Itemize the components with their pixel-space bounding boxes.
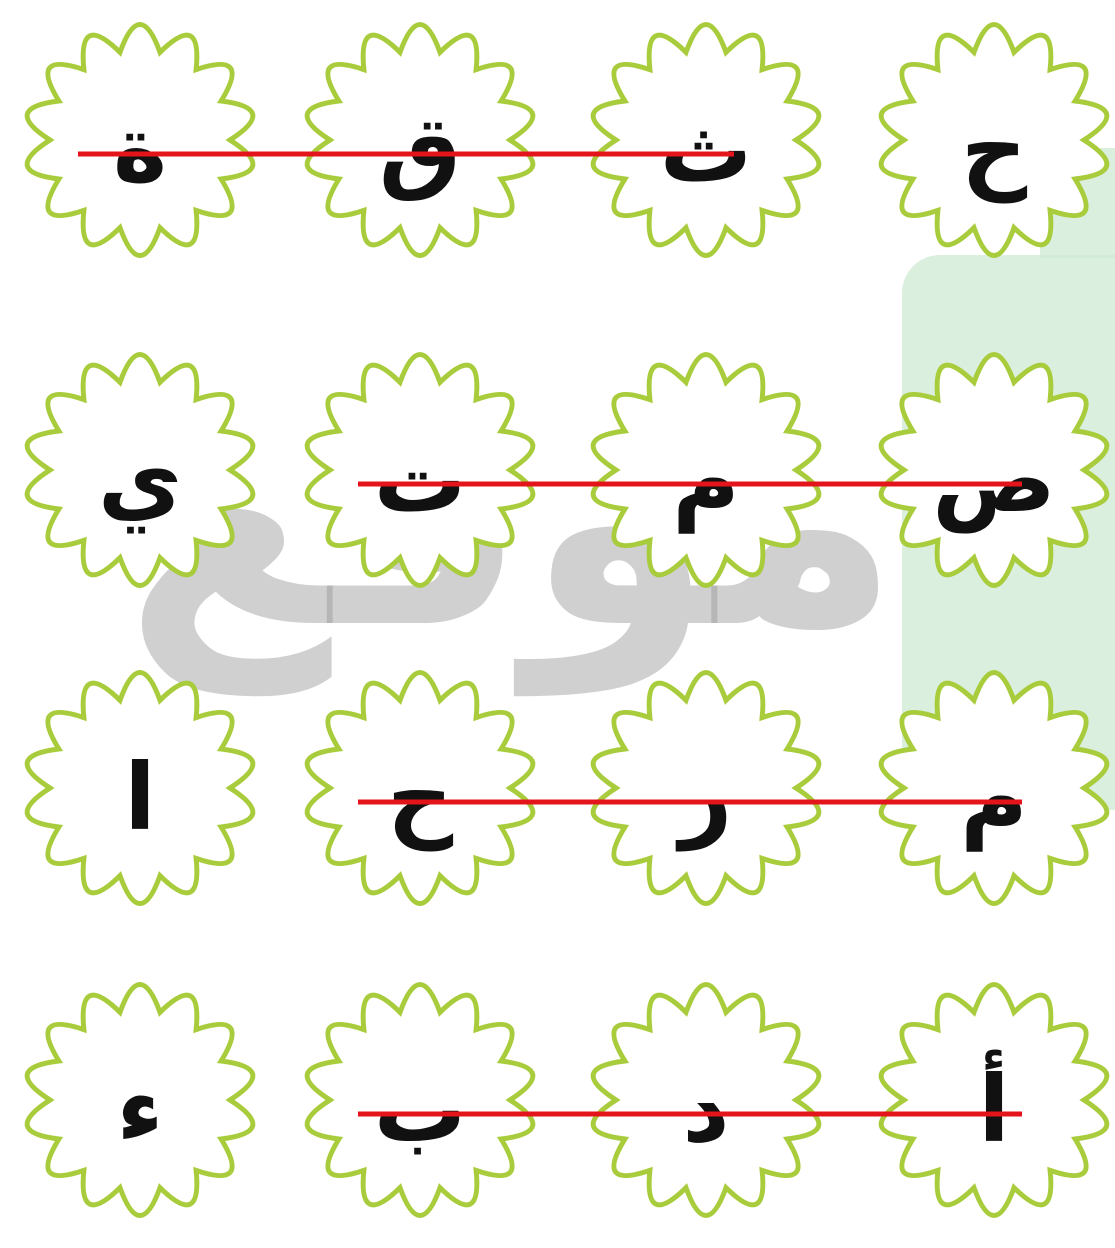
- crossing-lines: [0, 0, 1115, 1248]
- worksheet: موقع واجبا ةقثحيتمصاحرمءبدأ: [0, 0, 1115, 1248]
